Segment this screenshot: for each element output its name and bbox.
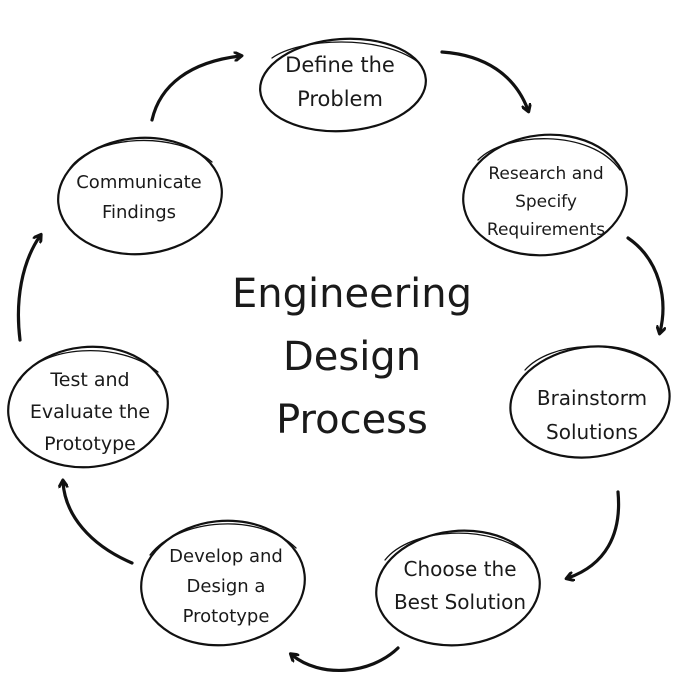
step-research-requirements-line-3: Requirements	[487, 220, 605, 240]
step-test-evaluate-sketch	[19, 350, 159, 381]
center-title: Engineering Design Process	[232, 271, 472, 443]
step-research-requirements-sketch	[477, 138, 621, 171]
step-brainstorm: Brainstorm Solutions	[509, 345, 671, 459]
step-define-problem-circle	[259, 37, 427, 133]
title-line-2: Design	[283, 334, 421, 380]
step-define-problem-sketch	[271, 41, 419, 63]
step-develop-prototype-line-2: Design a	[187, 576, 266, 597]
arrow-communicate-to-define	[150, 56, 240, 122]
step-define-problem: Define the Problem	[259, 37, 427, 133]
step-define-problem-line-1: Define the	[285, 53, 395, 77]
step-research-requirements-circle	[462, 133, 628, 257]
title-line-3: Process	[276, 397, 428, 443]
step-brainstorm-line-1: Brainstorm	[537, 386, 647, 410]
step-test-evaluate: Test and Evaluate the Prototype	[7, 345, 169, 469]
step-develop-prototype-line-3: Prototype	[183, 606, 270, 627]
arrow-brainstorm-to-choose	[568, 490, 621, 578]
step-test-evaluate-line-1: Test and	[49, 369, 129, 391]
title-line-1: Engineering	[232, 271, 472, 317]
step-develop-prototype-line-1: Develop and	[169, 546, 283, 567]
step-communicate-findings-line-2: Findings	[102, 202, 176, 223]
step-test-evaluate-circle	[7, 345, 169, 469]
step-choose-solution-line-2: Best Solution	[394, 590, 526, 614]
arrow-research-to-brainstorm	[626, 236, 663, 332]
arrow-develop-to-test	[63, 482, 134, 565]
arrow-define-to-research	[440, 50, 528, 110]
step-research-requirements-line-1: Research and	[488, 164, 603, 184]
step-test-evaluate-line-3: Prototype	[44, 433, 136, 455]
step-define-problem-line-2: Problem	[297, 87, 383, 111]
step-communicate-findings-line-1: Communicate	[76, 172, 202, 193]
step-communicate-findings-sketch	[69, 139, 213, 169]
step-test-evaluate-line-2: Evaluate the	[30, 401, 150, 423]
step-choose-solution-line-1: Choose the	[403, 557, 516, 581]
step-choose-solution: Choose the Best Solution	[375, 529, 541, 647]
arrow-test-to-communicate	[16, 236, 40, 342]
step-choose-solution-circle	[375, 529, 541, 647]
step-develop-prototype: Develop and Design a Prototype	[140, 519, 306, 647]
arrow-choose-to-develop	[292, 646, 400, 672]
step-communicate-findings: Communicate Findings	[57, 136, 223, 256]
step-communicate-findings-circle	[57, 136, 223, 256]
step-develop-prototype-circle	[140, 519, 306, 647]
step-brainstorm-line-2: Solutions	[546, 420, 638, 444]
step-brainstorm-sketch	[524, 345, 659, 371]
step-choose-solution-sketch	[384, 532, 531, 561]
step-research-requirements: Research and Specify Requirements	[462, 133, 628, 257]
step-develop-prototype-sketch	[149, 523, 297, 556]
step-research-requirements-line-2: Specify	[515, 192, 577, 212]
step-brainstorm-circle	[509, 345, 671, 459]
